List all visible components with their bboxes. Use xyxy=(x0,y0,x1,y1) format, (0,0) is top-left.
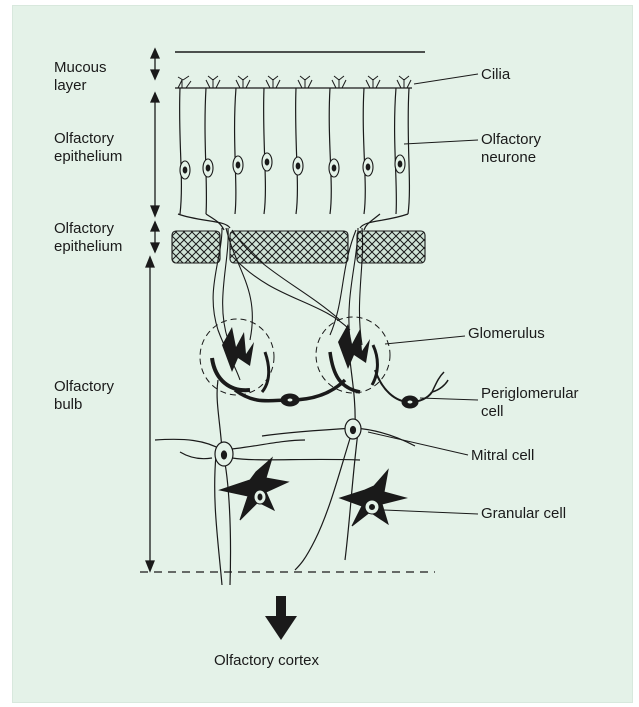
cribriform-plate xyxy=(172,231,425,263)
mitral-cells xyxy=(155,360,415,585)
glomeruli xyxy=(200,317,390,395)
label-granular-cell: Granular cell xyxy=(481,505,566,523)
layer-scale-arrows xyxy=(146,49,159,571)
label-cilia: Cilia xyxy=(481,66,510,84)
granular-cells xyxy=(220,458,406,526)
cilia-tufts xyxy=(178,76,411,88)
epithelium-cells xyxy=(175,88,412,230)
neurone-nuclei xyxy=(180,153,405,179)
leader-lines xyxy=(368,74,478,514)
label-olfactory-cortex: Olfactory cortex xyxy=(214,652,319,670)
label-mitral-cell: Mitral cell xyxy=(471,447,534,465)
periglomerular-cells xyxy=(235,370,448,408)
down-arrow-icon xyxy=(265,596,297,640)
label-glomerulus: Glomerulus xyxy=(468,325,545,343)
